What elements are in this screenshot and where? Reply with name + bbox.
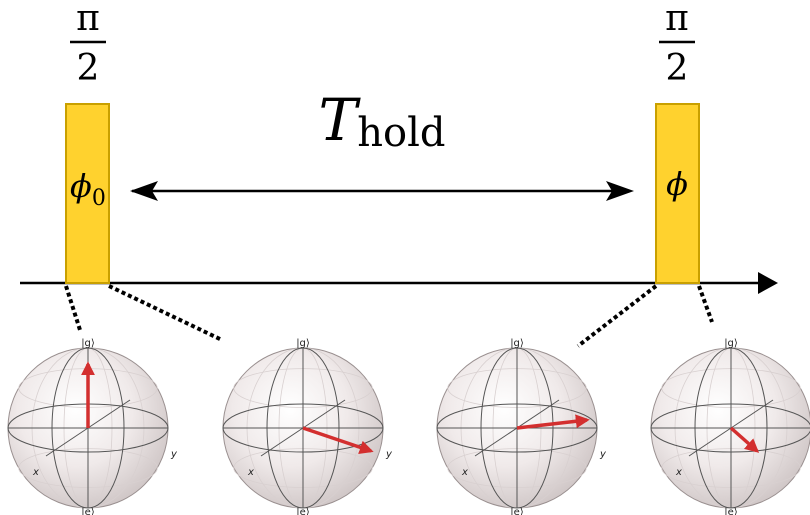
x-axis-label: x — [675, 467, 682, 478]
first-pulse: π 2 ϕ0 — [65, 0, 110, 284]
bloch-sphere: |g⟩|e⟩xy — [650, 338, 810, 515]
hold-arrow-left-head — [130, 181, 158, 201]
state-vector — [516, 414, 590, 430]
connector-2-left — [576, 284, 658, 348]
excited-state-label: |e⟩ — [296, 507, 310, 515]
connector-2-right — [697, 285, 714, 323]
bloch-sphere: |g⟩ |e⟩ x y — [436, 338, 607, 515]
hold-arrow-right-head — [606, 181, 634, 201]
second-pulse: π 2 ϕ — [655, 0, 700, 284]
connector-1-left — [64, 285, 82, 331]
excited-state-label: |e⟩ — [510, 507, 524, 515]
first-pulse-fraction-num: π — [76, 0, 100, 39]
y-axis-label: y — [170, 449, 178, 460]
ground-state-label: |g⟩ — [510, 338, 524, 349]
bloch-spheres: |g⟩|e⟩xy|g⟩|e⟩xy|g⟩|e⟩xy|g⟩|e⟩xy — [7, 338, 810, 515]
second-pulse-fraction-den: 2 — [666, 48, 689, 89]
ground-state-label: |g⟩ — [724, 338, 738, 349]
time-axis — [20, 272, 778, 294]
y-axis-label: y — [385, 449, 393, 460]
x-axis-label: x — [461, 467, 468, 478]
state-vector — [729, 426, 760, 453]
connectors — [64, 284, 714, 348]
connector-1-right — [108, 284, 223, 342]
first-pulse-phase: ϕ0 — [70, 167, 106, 211]
x-axis-label: x — [32, 467, 39, 478]
second-pulse-phase: ϕ — [666, 165, 688, 203]
time-axis-arrowhead — [758, 272, 778, 294]
second-pulse-fraction-num: π — [665, 0, 689, 39]
x-axis-label: x — [247, 467, 254, 478]
second-pulse-rect — [655, 103, 700, 284]
ground-state-label: |g⟩ — [296, 338, 310, 349]
bloch-sphere: |g⟩ |e⟩ x y — [222, 338, 393, 515]
hold-interval: Thold — [130, 86, 634, 201]
ground-state-label: |g⟩ — [81, 338, 95, 349]
bloch-sphere: |g⟩ |e⟩ x y — [7, 338, 178, 515]
hold-time-label: Thold — [319, 86, 446, 156]
excited-state-label: |e⟩ — [724, 507, 738, 515]
state-vector — [302, 426, 374, 455]
excited-state-label: |e⟩ — [81, 507, 95, 515]
first-pulse-rect — [65, 103, 110, 284]
first-pulse-fraction-den: 2 — [77, 48, 100, 89]
y-axis-label: y — [599, 449, 607, 460]
